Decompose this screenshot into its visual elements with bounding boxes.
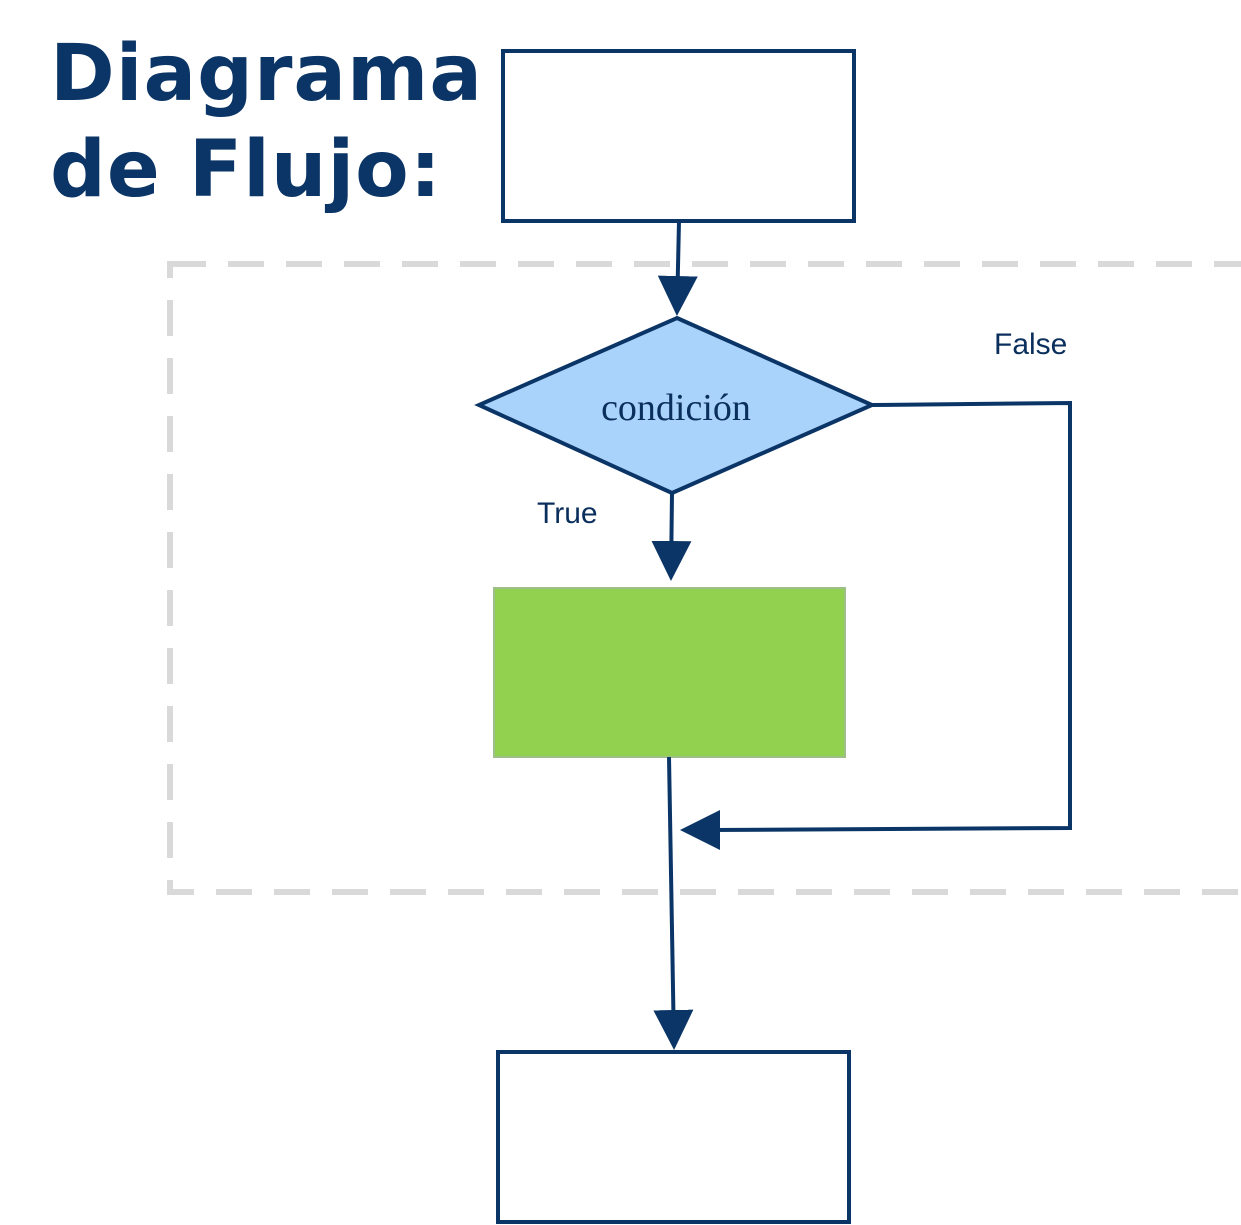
- true-branch-label: True: [537, 497, 598, 530]
- page-title-line-2: de Flujo:: [50, 125, 442, 215]
- false-branch-path: [709, 400, 1072, 832]
- arrow-start-to-decision: [657, 220, 698, 316]
- arrow-process-to-end: [653, 756, 694, 1050]
- process-box: [493, 587, 846, 758]
- page-title-line-1: Diagrama: [50, 29, 483, 119]
- end-box: [496, 1050, 851, 1224]
- page-title: Diagrama de Flujo:: [50, 26, 483, 218]
- if-block-group-border: [167, 261, 1241, 895]
- arrow-true-branch: [651, 492, 692, 581]
- false-branch-label: False: [994, 328, 1067, 361]
- decision-condition-label: condición: [601, 387, 751, 429]
- start-box: [501, 49, 856, 223]
